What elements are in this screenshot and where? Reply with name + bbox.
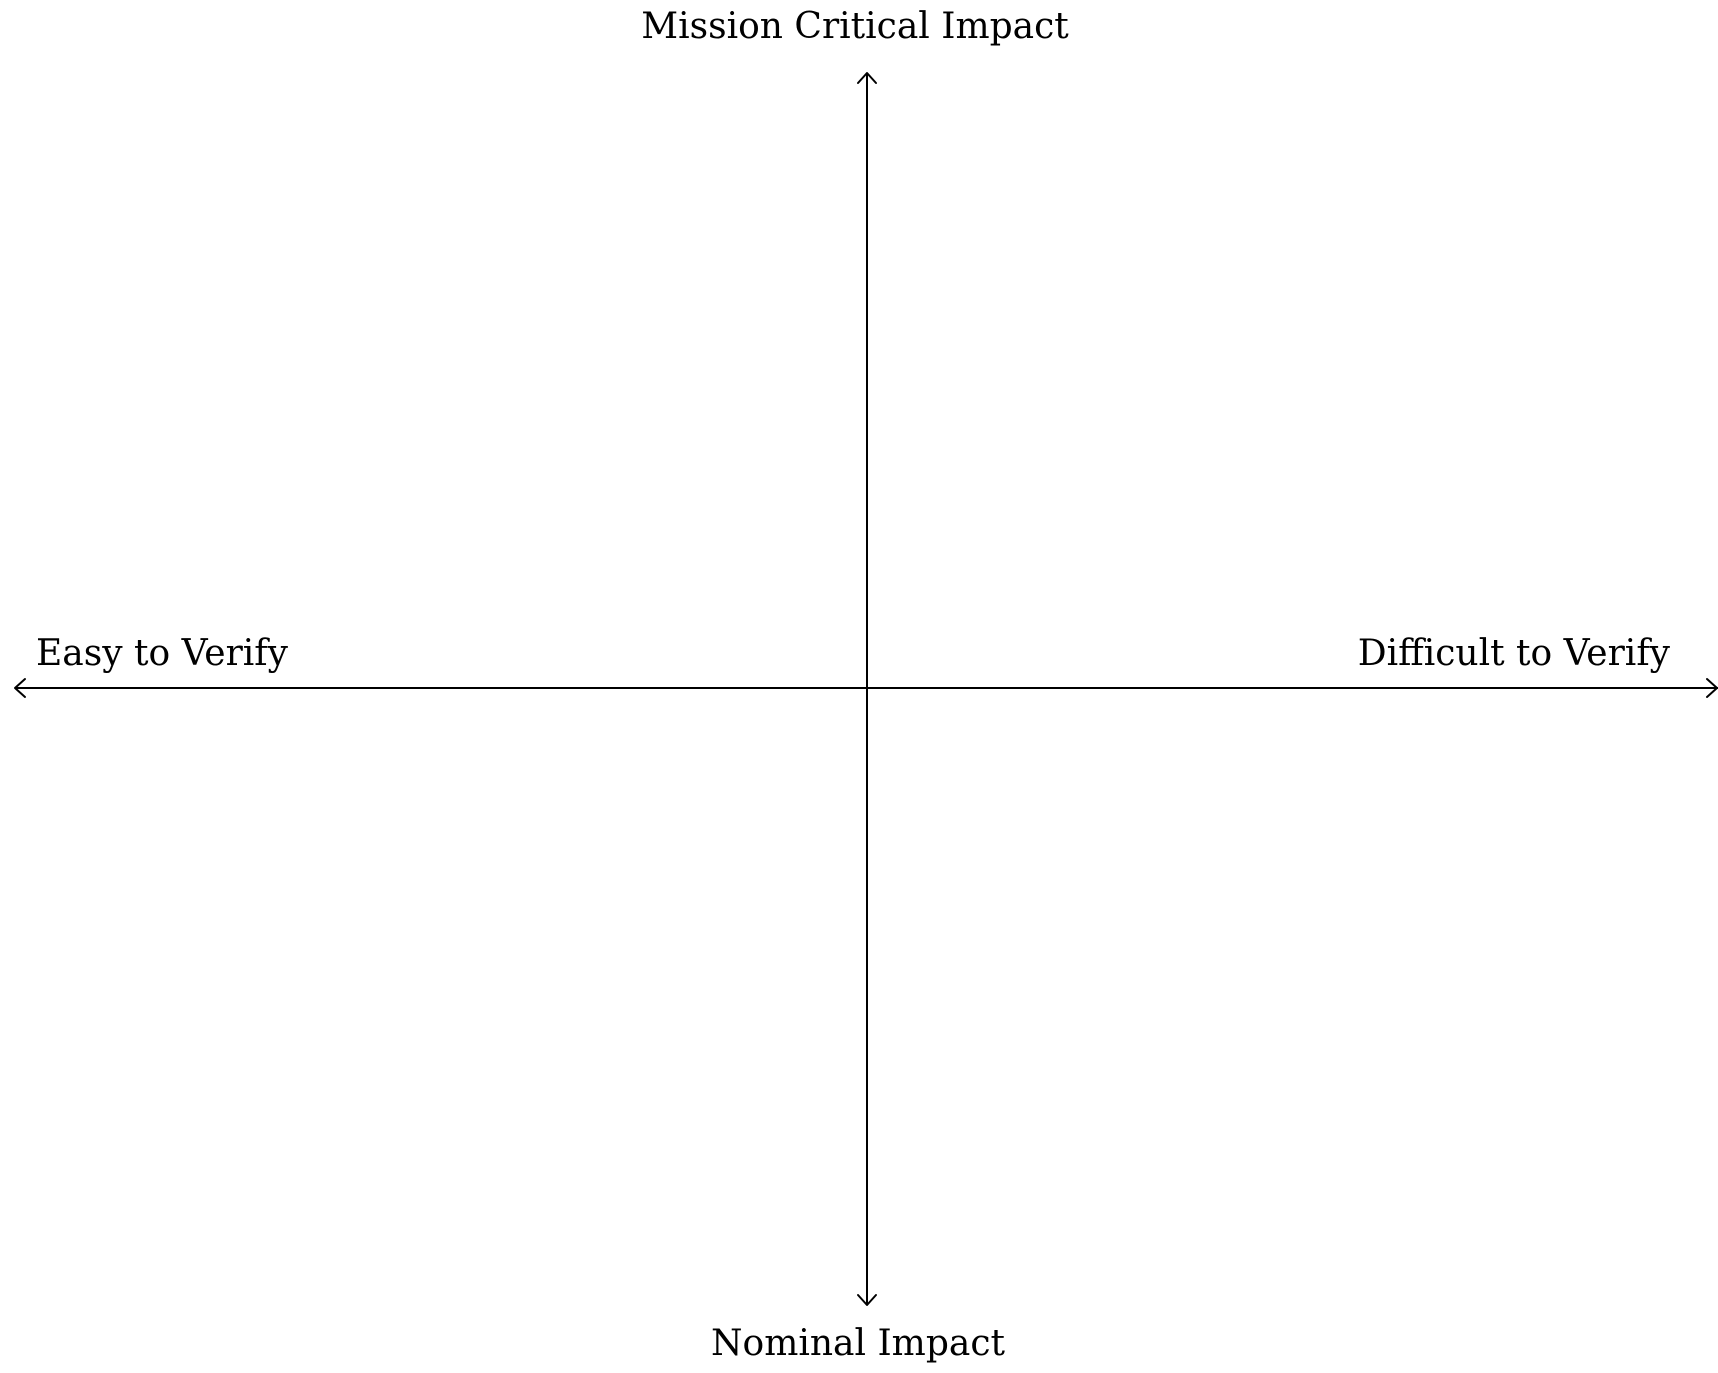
right-arrow-icon — [1706, 678, 1718, 698]
left-arrow-icon — [14, 678, 26, 698]
up-arrow-icon — [857, 72, 877, 84]
right-axis-label: Difficult to Verify — [1358, 633, 1671, 674]
top-axis-label: Mission Critical Impact — [641, 6, 1069, 47]
bottom-axis-label: Nominal Impact — [711, 1323, 1005, 1364]
down-arrow-icon — [857, 1294, 877, 1306]
left-axis-label: Easy to Verify — [36, 633, 289, 674]
